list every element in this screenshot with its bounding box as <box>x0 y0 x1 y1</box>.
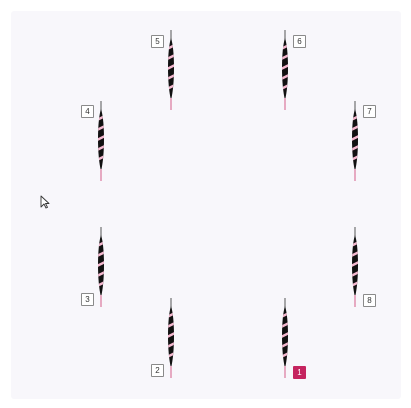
needle-5[interactable] <box>165 30 177 110</box>
striped-needle-icon <box>165 30 177 110</box>
needle-label-3[interactable]: 3 <box>81 293 94 306</box>
needle-label-8[interactable]: 8 <box>363 294 376 307</box>
puzzle-board <box>11 11 401 399</box>
striped-needle-icon <box>95 227 107 307</box>
needle-label-5[interactable]: 5 <box>151 35 164 48</box>
needle-label-1[interactable]: 1 <box>293 366 306 379</box>
needle-label-2[interactable]: 2 <box>151 364 164 377</box>
striped-needle-icon <box>349 227 361 307</box>
needle-label-7[interactable]: 7 <box>363 105 376 118</box>
striped-needle-icon <box>349 101 361 181</box>
striped-needle-icon <box>279 30 291 110</box>
needle-7[interactable] <box>349 101 361 181</box>
needle-label-4[interactable]: 4 <box>81 105 94 118</box>
mouse-pointer-icon <box>40 195 50 209</box>
striped-needle-icon <box>165 298 177 378</box>
striped-needle-icon <box>279 298 291 378</box>
needle-3[interactable] <box>95 227 107 307</box>
needle-8[interactable] <box>349 227 361 307</box>
needle-4[interactable] <box>95 101 107 181</box>
needle-2[interactable] <box>165 298 177 378</box>
striped-needle-icon <box>95 101 107 181</box>
needle-1[interactable] <box>279 298 291 378</box>
needle-6[interactable] <box>279 30 291 110</box>
needle-label-6[interactable]: 6 <box>293 35 306 48</box>
